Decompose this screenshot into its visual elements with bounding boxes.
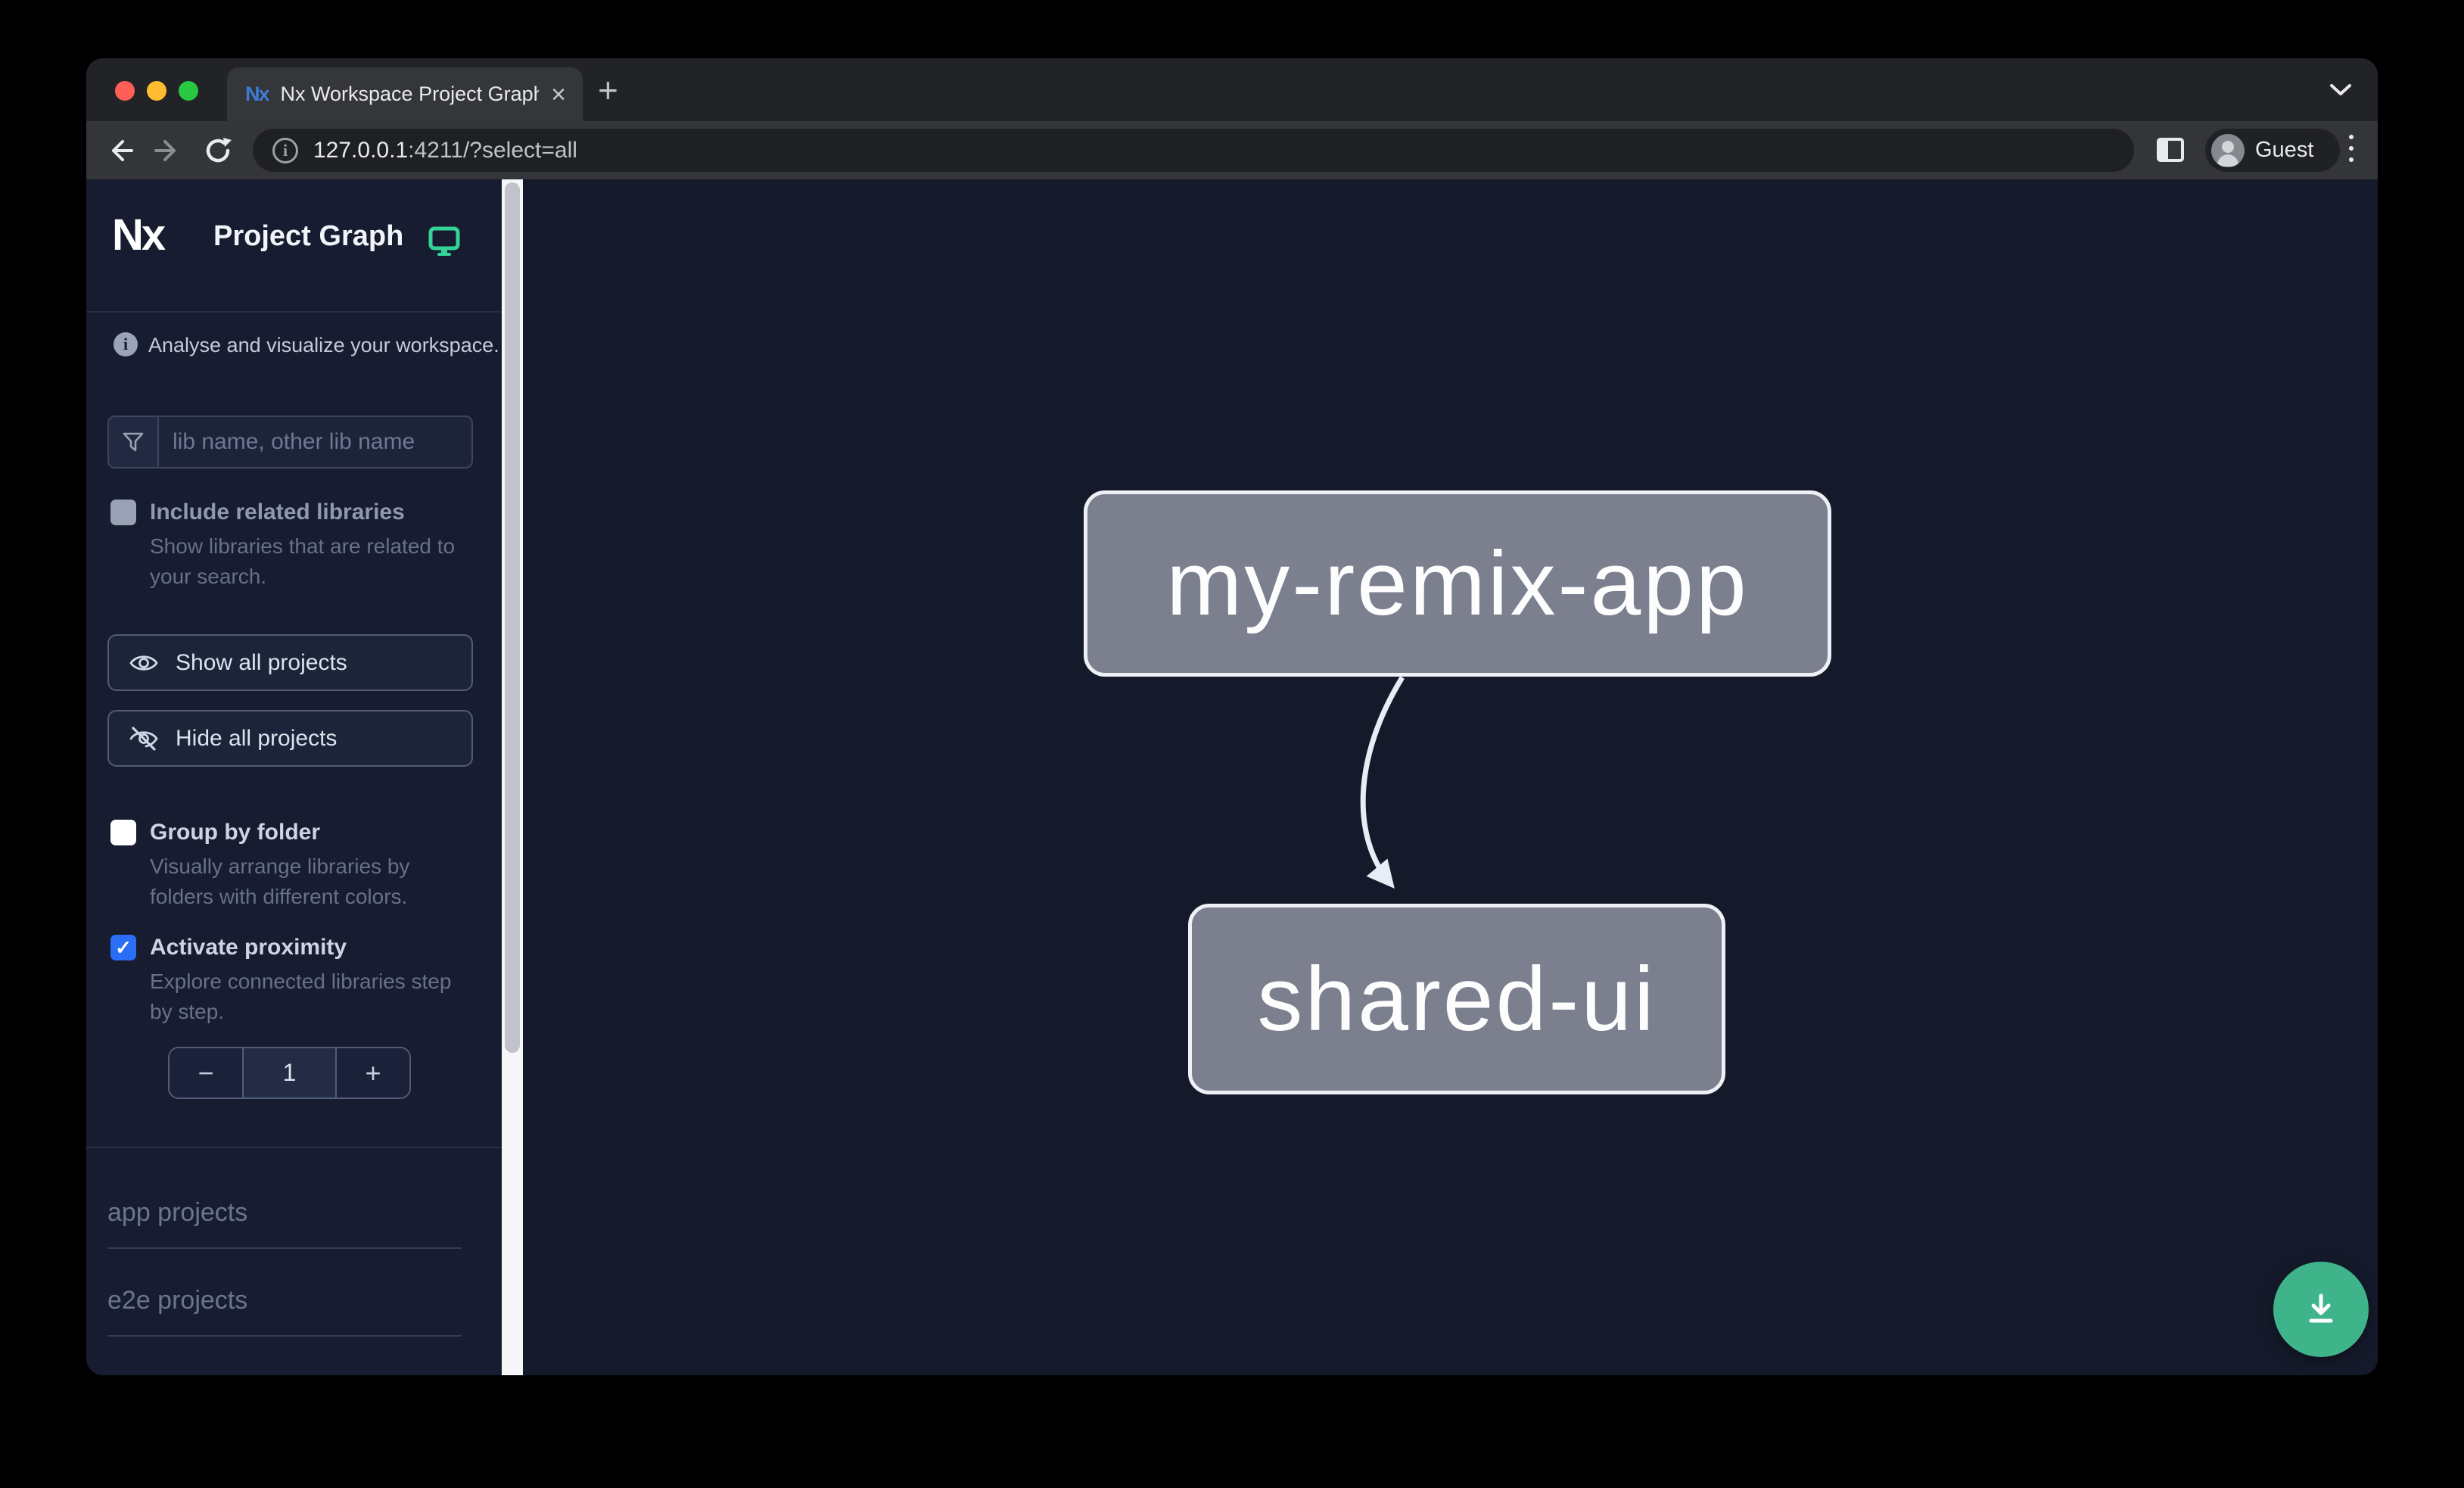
minimize-window-button[interactable] (147, 81, 166, 101)
decrement-button[interactable]: − (170, 1048, 242, 1097)
browser-window: Nx Nx Workspace Project Graph × + i 127. (86, 58, 2378, 1375)
section-app-projects[interactable]: app projects (107, 1198, 462, 1249)
activate-proximity-checkbox[interactable]: ✓ (110, 935, 136, 960)
graph-node-my-remix-app[interactable]: my-remix-app (1084, 490, 1831, 677)
nx-logo: Nx (112, 210, 166, 260)
new-tab-button[interactable]: + (598, 70, 618, 110)
include-related-description: Show libraries that are related to your … (150, 534, 456, 588)
guest-avatar (2211, 133, 2245, 167)
group-by-folder-description: Visually arrange libraries by folders wi… (150, 855, 410, 908)
url-host: 127.0.0.1 (313, 137, 409, 163)
zoom-window-button[interactable] (179, 81, 198, 101)
traffic-lights (115, 81, 198, 101)
header-divider (86, 311, 502, 313)
hide-all-projects-label: Hide all projects (176, 725, 338, 751)
profile-name: Guest (2255, 138, 2314, 162)
include-related-label: Include related libraries (150, 500, 405, 525)
show-all-projects-button[interactable]: Show all projects (107, 634, 473, 691)
browser-tab[interactable]: Nx Nx Workspace Project Graph × (227, 67, 583, 121)
show-all-projects-label: Show all projects (176, 649, 347, 675)
download-image-button[interactable] (2273, 1262, 2369, 1357)
nx-favicon-icon: Nx (245, 82, 269, 105)
close-window-button[interactable] (115, 81, 135, 101)
sidebar: Nx Project Graph i Analyse and visualize… (86, 179, 502, 1375)
page-content: Nx Project Graph i Analyse and visualize… (86, 179, 2378, 1375)
section-e2e-projects[interactable]: e2e projects (107, 1286, 462, 1337)
site-info-icon[interactable]: i (272, 137, 298, 163)
filter-input[interactable] (159, 417, 471, 467)
graph-canvas[interactable]: my-remix-app shared-ui (523, 179, 2378, 1375)
filter-box (107, 416, 473, 469)
eye-icon (129, 655, 158, 671)
browser-toolbar: i 127.0.0.1:4211/?select=all Guest (86, 121, 2378, 179)
increment-button[interactable]: + (337, 1048, 409, 1097)
scrollbar-thumb[interactable] (505, 182, 520, 1053)
url-path: :4211/?select=all (408, 137, 577, 163)
sidebar-scrollbar[interactable] (502, 179, 523, 1375)
activate-proximity-description: Explore connected libraries step by step… (150, 970, 452, 1023)
group-by-folder-label: Group by folder (150, 820, 320, 845)
graph-node-shared-ui[interactable]: shared-ui (1188, 904, 1725, 1094)
dependency-edge (1360, 676, 1405, 889)
info-icon: i (114, 332, 138, 356)
theme-monitor-icon[interactable] (428, 226, 460, 257)
profile-button[interactable]: Guest (2205, 129, 2340, 172)
forward-button[interactable] (153, 135, 183, 166)
section-divider (86, 1147, 502, 1148)
workspace-tagline: Analyse and visualize your workspace. (148, 334, 499, 356)
tab-search-chevron-icon[interactable] (2329, 82, 2352, 96)
address-bar[interactable]: i 127.0.0.1:4211/?select=all (253, 129, 2134, 172)
url-text: 127.0.0.1:4211/?select=all (313, 138, 577, 163)
back-button[interactable] (104, 135, 135, 166)
proximity-depth-stepper: − 1 + (168, 1047, 411, 1099)
browser-titlebar: Nx Nx Workspace Project Graph × + (86, 58, 2378, 121)
activate-proximity-label: Activate proximity (150, 935, 347, 960)
filter-funnel-icon (109, 417, 159, 467)
browser-menu-icon[interactable] (2349, 135, 2354, 162)
depth-value: 1 (242, 1048, 337, 1097)
group-by-folder-checkbox[interactable] (110, 820, 136, 845)
eye-off-icon (129, 726, 158, 751)
tab-title: Nx Workspace Project Graph (280, 82, 540, 105)
tab-close-icon[interactable]: × (551, 79, 566, 109)
reload-button[interactable] (203, 135, 233, 166)
include-related-checkbox[interactable] (110, 500, 136, 525)
download-icon (2309, 1293, 2333, 1323)
side-panel-icon[interactable] (2157, 138, 2184, 162)
page-title: Project Graph (213, 220, 404, 252)
hide-all-projects-button[interactable]: Hide all projects (107, 710, 473, 767)
